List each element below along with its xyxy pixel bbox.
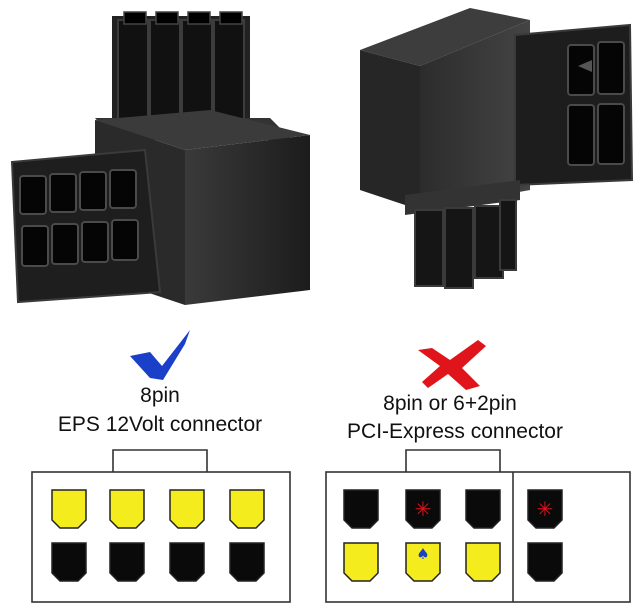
- eps-pin: [109, 489, 145, 529]
- left-title-type: EPS 12Volt connector: [57, 413, 263, 436]
- pcie-pin-grid: ✳ ✳ ♠: [343, 489, 563, 582]
- eps-pin: [229, 542, 265, 582]
- eps-pin: [169, 489, 205, 529]
- pcie-pin: [343, 489, 379, 529]
- pcie-adapter-photo: [360, 8, 634, 289]
- right-title-type: PCI-Express connector: [347, 420, 563, 443]
- pcie-pin: ♠: [405, 542, 441, 582]
- eps-adapter-photo: [10, 11, 310, 305]
- pcie-connector-outline: [325, 471, 631, 603]
- pcie-pin: ✳: [405, 489, 441, 529]
- spade-icon: ♠: [416, 545, 429, 563]
- pcie-pin: [465, 489, 501, 529]
- eps-pin: [169, 542, 205, 582]
- pcie-pin: [343, 542, 379, 582]
- eps-pin: [109, 542, 145, 582]
- eps-pin: [51, 542, 87, 582]
- eps-pin: [51, 489, 87, 529]
- right-title-pins: 8pin or 6+2pin: [383, 392, 517, 415]
- eps-pin-grid: [51, 489, 265, 582]
- star-icon: ✳: [537, 497, 554, 521]
- eps-pin: [229, 489, 265, 529]
- eps-connector-outline: [31, 471, 291, 603]
- pcie-pin: [465, 542, 501, 582]
- pcie-pin: ✳: [527, 489, 563, 529]
- star-icon: ✳: [415, 497, 432, 521]
- left-title-pins: 8pin: [140, 384, 180, 407]
- pcie-pin: [527, 542, 563, 582]
- connector-photo: [10, 8, 634, 305]
